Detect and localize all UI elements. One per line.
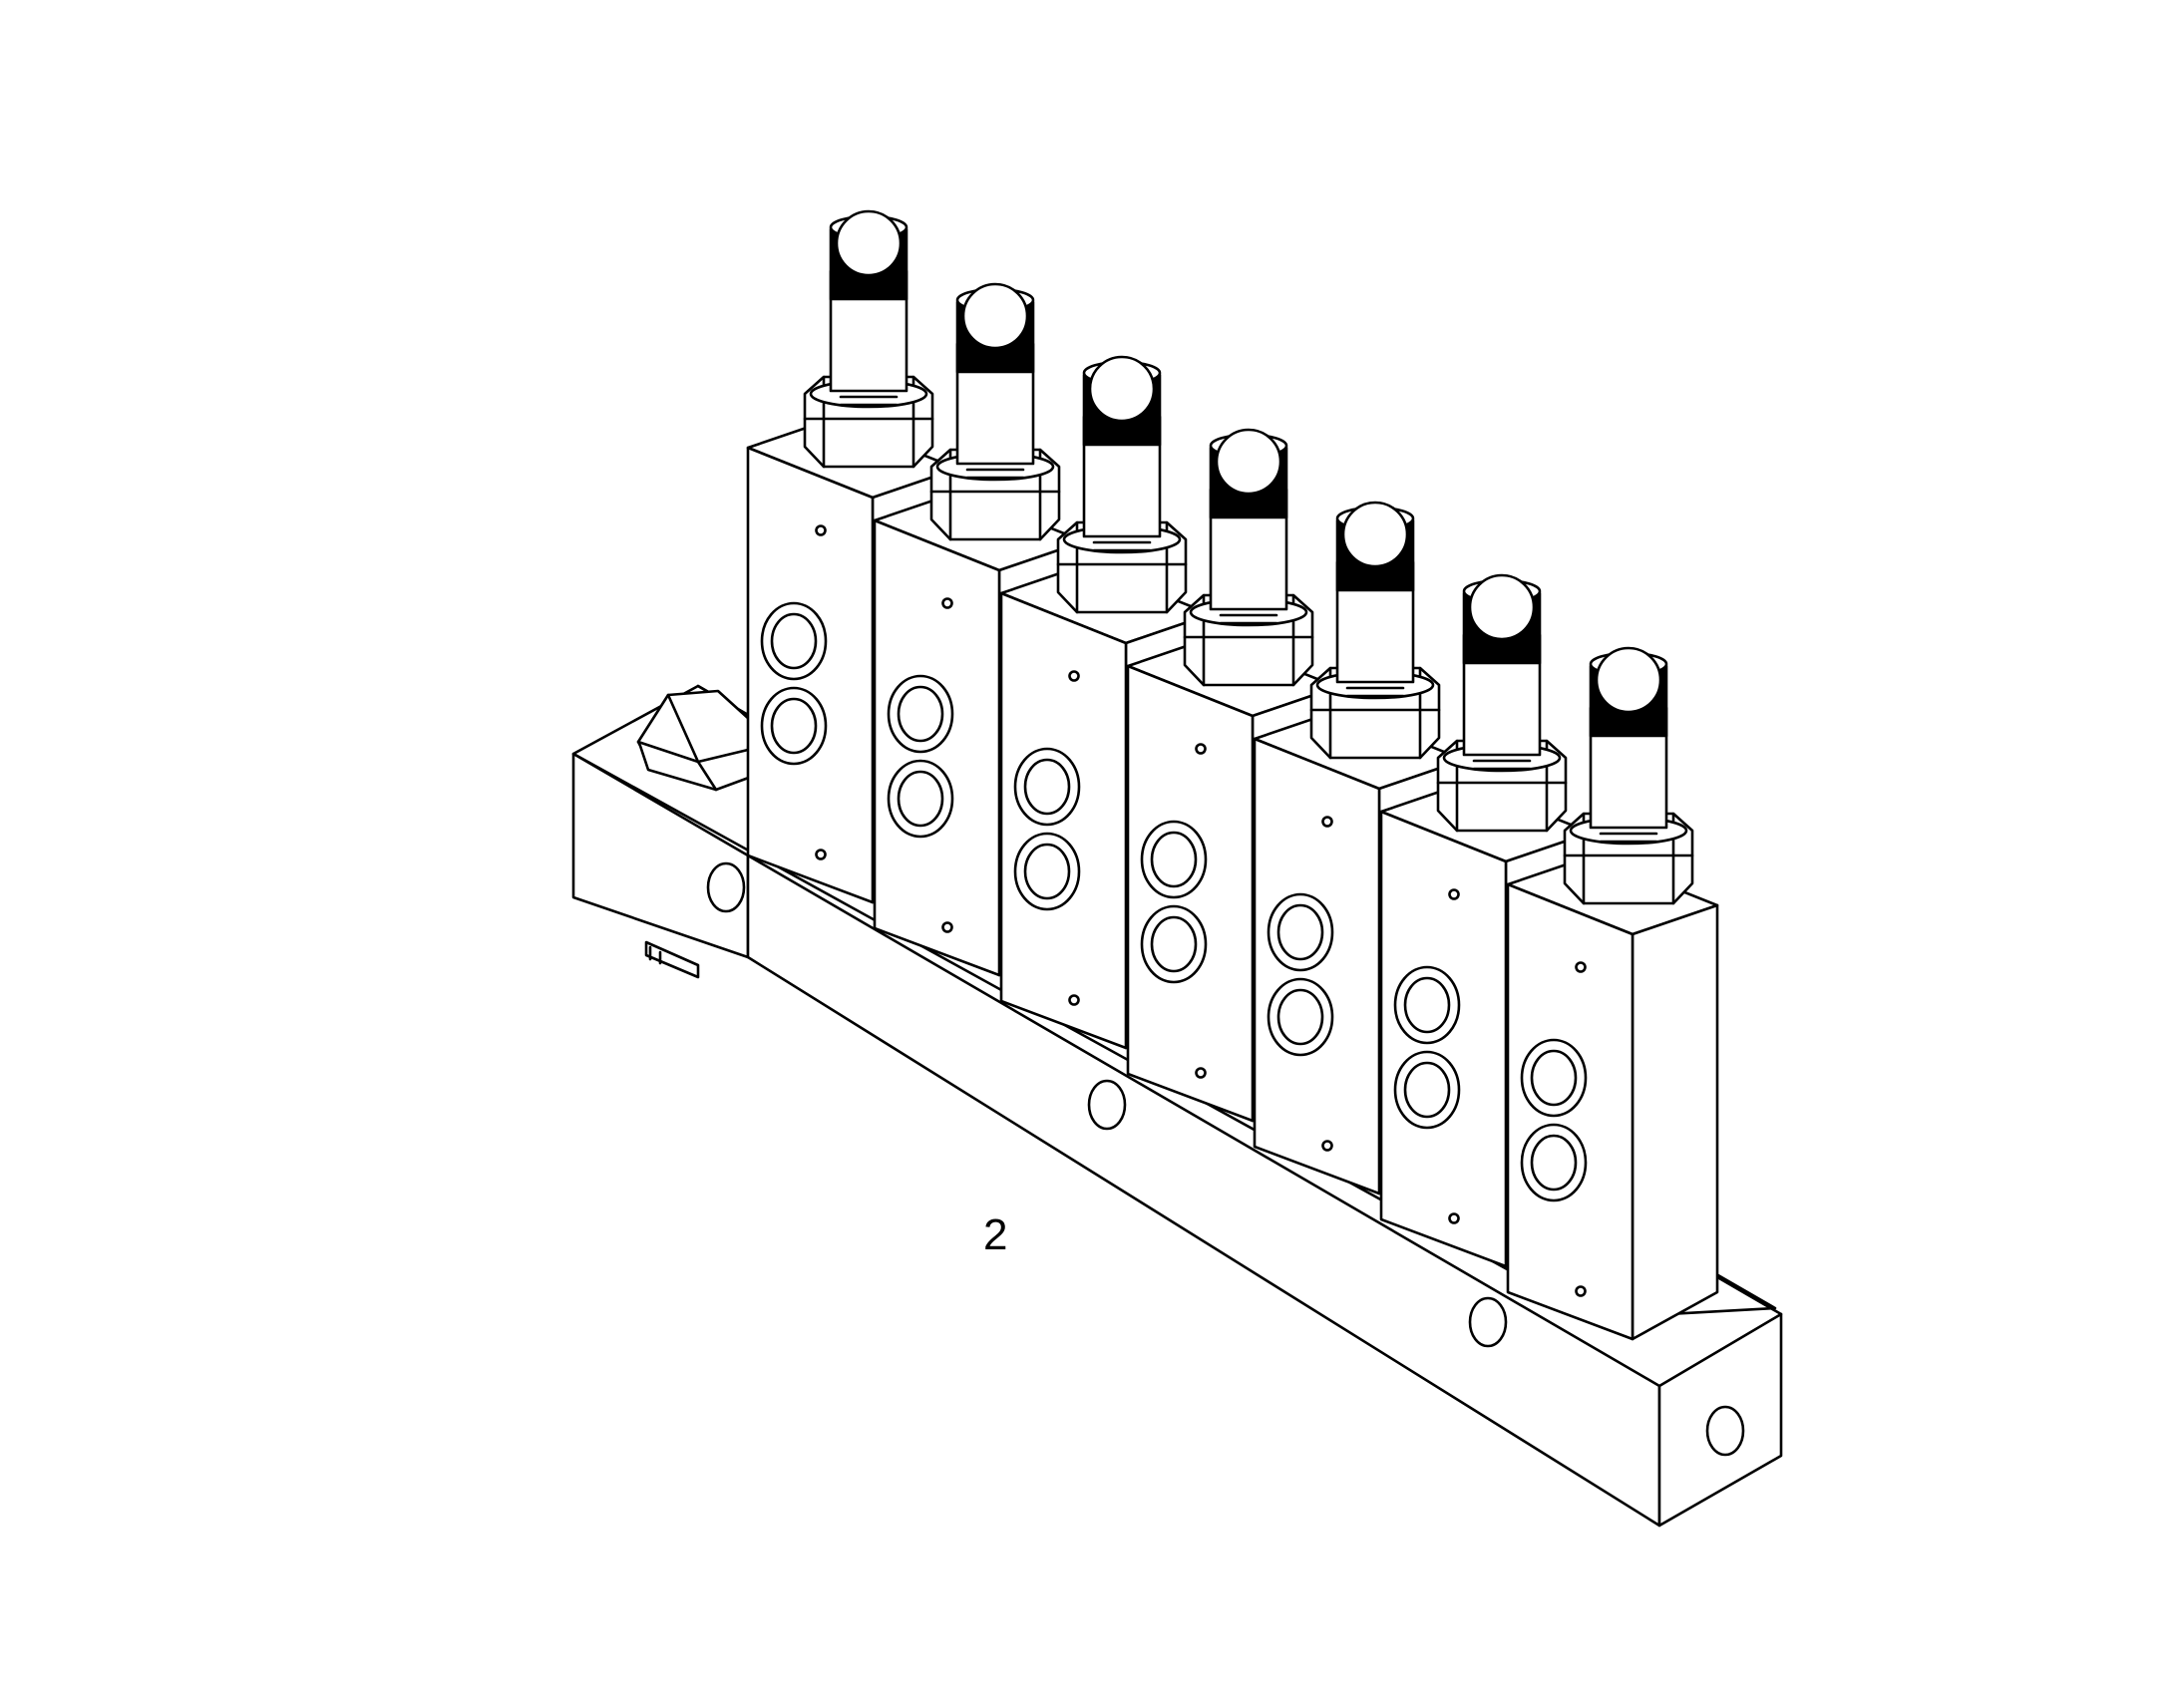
valve-cartridge-3 (1056, 355, 1188, 614)
valve-block-7 (1506, 854, 1719, 1341)
manifold-port-2 (1087, 1079, 1127, 1131)
valve-cartridge-5 (1309, 501, 1441, 760)
valve-cartridge-4 (1183, 428, 1314, 687)
manifold-port-1 (706, 861, 746, 913)
callout-number: 2 (983, 1210, 1008, 1259)
manifold-end-port (1705, 1405, 1745, 1457)
valve-cartridge-1 (803, 209, 934, 469)
valve-cartridge-6 (1436, 573, 1568, 833)
valve-cartridge-2 (929, 282, 1061, 541)
manifold-port-3 (1468, 1296, 1508, 1348)
bottom-fitting (644, 940, 700, 979)
valve-cartridge-7 (1563, 646, 1694, 905)
